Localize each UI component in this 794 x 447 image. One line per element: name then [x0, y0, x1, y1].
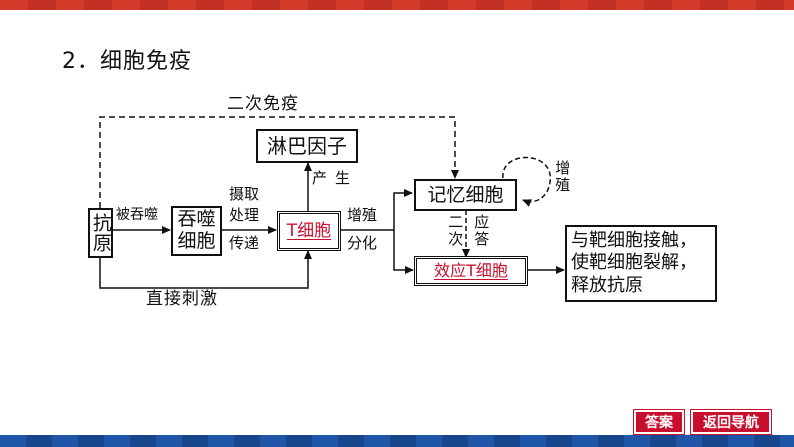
antigen-box: 抗原	[88, 208, 113, 258]
label-proliferate: 增殖	[347, 206, 378, 224]
section-heading: 2．细胞免疫	[62, 49, 192, 74]
label-response: 应答	[472, 214, 491, 248]
arrow-to-effector-cell	[393, 230, 414, 274]
arrow-secondary-immunity	[99, 116, 459, 208]
lymphokine-box: 淋巴因子	[256, 129, 358, 163]
phagocyte-label: 吞噬细胞	[177, 208, 216, 252]
label-produce: 产生	[312, 169, 359, 187]
label-secondary: 二次	[446, 214, 465, 248]
result-box: 与靶细胞接触， 使靶细胞裂解， 释放抗原	[565, 225, 717, 302]
label-differentiate: 分化	[347, 234, 378, 252]
label-process-line1: 摄取	[229, 185, 260, 203]
effector-t-cell-label: 效应T细胞	[434, 261, 508, 281]
bottom-decoration-bar	[0, 435, 794, 447]
arrow-direct-stimulation	[99, 250, 312, 289]
answer-button[interactable]: 答案	[634, 410, 684, 434]
label-direct-stimulation: 直接刺激	[146, 289, 218, 309]
t-cell-box: T细胞	[277, 211, 341, 251]
arrow-self-proliferation-loop	[502, 156, 551, 207]
effector-t-cell-box: 效应T细胞	[414, 256, 528, 286]
result-line-2: 使靶细胞裂解，	[571, 252, 697, 274]
label-process-line2: 处理	[229, 206, 260, 224]
memory-cell-box: 记忆细胞	[414, 179, 517, 211]
arrow-to-memory-cell	[393, 189, 413, 230]
label-transmit: 传递	[229, 234, 260, 252]
label-secondary-immunity: 二次免疫	[227, 94, 299, 114]
result-line-1: 与靶细胞接触，	[571, 229, 697, 251]
t-cell-label: T细胞	[286, 220, 332, 241]
top-decoration-bar	[0, 0, 794, 10]
back-to-navigation-button[interactable]: 返回导航	[691, 410, 771, 434]
label-engulf: 被吞噬	[116, 207, 158, 223]
result-line-3: 释放抗原	[571, 274, 643, 296]
phagocyte-box: 吞噬细胞	[171, 206, 222, 256]
label-self-proliferate: 增殖	[553, 160, 572, 194]
